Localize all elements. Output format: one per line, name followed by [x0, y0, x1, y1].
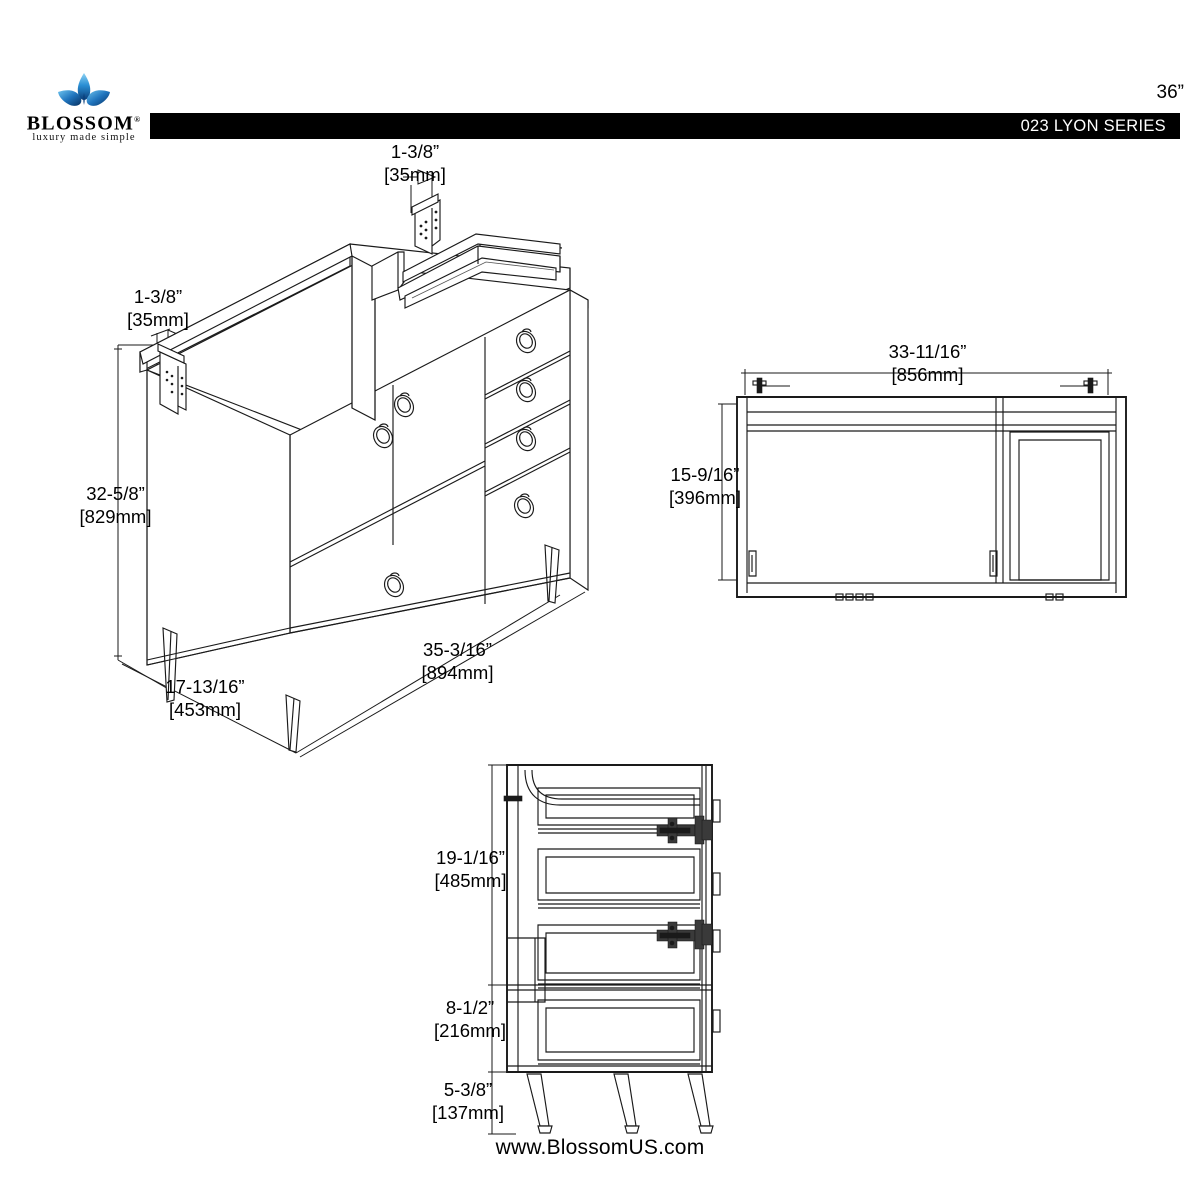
dim-lower-drawer-height: 8-1/2” [216mm] — [434, 997, 506, 1041]
dim-cabinet-height: 32-5/8” [829mm] — [79, 483, 152, 527]
side-wall-bracket — [503, 795, 523, 802]
brand-tagline: luxury made simple — [32, 132, 136, 143]
series-name: 023 LYON SERIES — [1020, 117, 1166, 135]
product-size-label: 36” — [1156, 82, 1184, 103]
blossom-flower-icon — [58, 73, 110, 106]
drawer-ring-pull-3 — [515, 426, 537, 452]
dim-upper-section-height: 19-1/16” [485mm] — [434, 847, 507, 891]
bottom-drawer-ring-pull — [383, 572, 405, 598]
drawer-ring-pull-2 — [515, 377, 537, 403]
bottom-drawer-top-edge — [289, 460, 486, 563]
dim-leg-height: 5-3/8” [137mm] — [432, 1079, 504, 1123]
side-view-legs — [526, 1073, 714, 1134]
elevation-hinge-bottom-right — [989, 550, 998, 577]
dim-line-cabinet-width — [299, 591, 586, 758]
dim-line-cabinet-depth — [121, 663, 297, 754]
dim-interior-width: 33-11/16” [856mm] — [888, 341, 967, 385]
internal-divider-panel — [351, 255, 376, 421]
brand-name: BLOSSOM® — [26, 112, 142, 135]
door-ring-pull-right — [393, 392, 415, 418]
drawer-stack-lines — [484, 350, 571, 497]
drawer-ring-pull-1 — [515, 328, 537, 354]
elevation-feet — [835, 593, 1064, 601]
drawer-ring-pull-4 — [513, 493, 535, 519]
dim-interior-height: 15-9/16” [396mm] — [669, 464, 741, 508]
wall-mount-bracket-left — [159, 351, 187, 415]
series-header-bar: 023 LYON SERIES — [150, 113, 1180, 139]
bracket-tab-top — [411, 193, 439, 216]
concealed-hinge-upper — [656, 815, 713, 845]
front-elevation-view — [718, 369, 1127, 601]
dim-cabinet-depth: 17-13/16” [453mm] — [165, 676, 245, 720]
bracket-tab-left — [157, 343, 185, 364]
elevation-hinge-bottom-left — [748, 550, 757, 577]
door-ring-pull-left — [372, 423, 394, 449]
website-url: www.BlossomUS.com — [495, 1136, 705, 1159]
dim-cabinet-width: 35-3/16” [894mm] — [421, 639, 494, 683]
internal-drawer-box — [371, 233, 563, 309]
brand-logo: BLOSSOM® luxury made simple — [18, 72, 148, 143]
concealed-hinge-lower — [656, 919, 713, 950]
side-section-view — [488, 764, 721, 1135]
dim-side-bracket-thickness: 1-3/8” [35mm] — [127, 286, 189, 330]
dim-top-bracket-thickness: 1-3/8” [35mm] — [384, 141, 446, 185]
door-edge-tabs — [712, 799, 721, 1033]
wall-mount-bracket-right — [414, 199, 441, 255]
